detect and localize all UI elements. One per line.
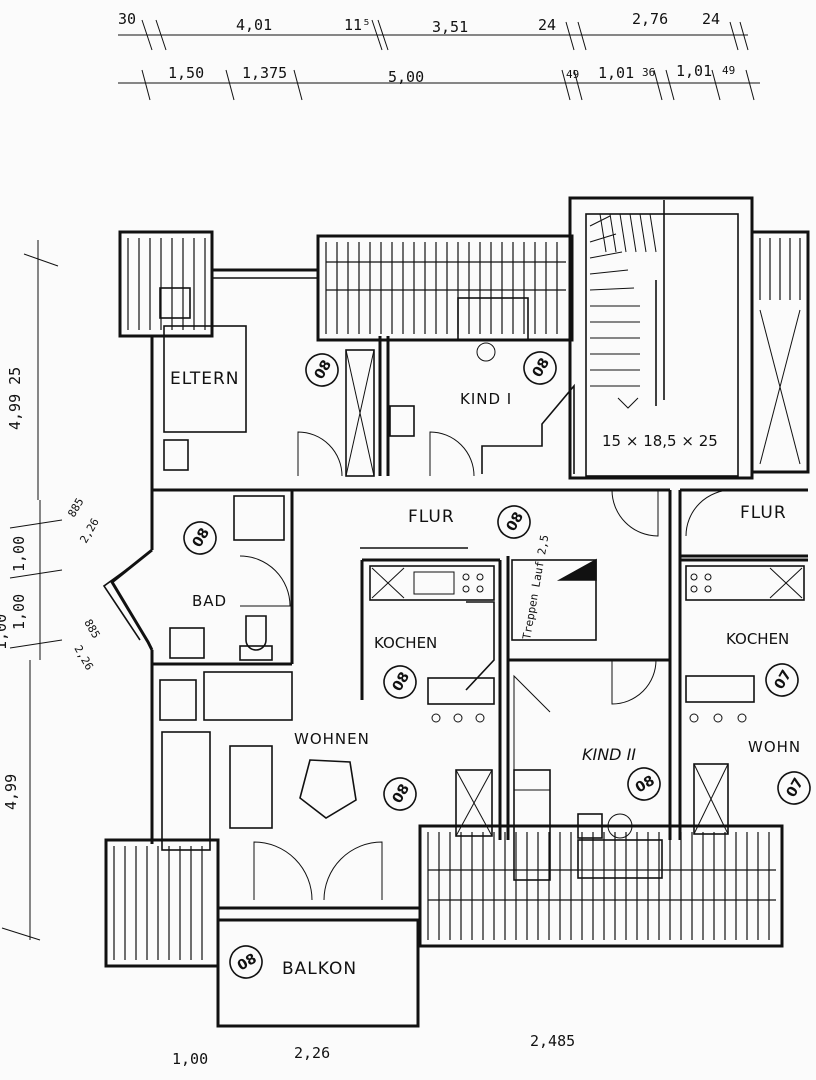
dim-left-885a: 885 — [65, 496, 86, 520]
dim-top-351: 3,51 — [432, 18, 468, 36]
dim-top-24a: 24 — [538, 16, 556, 34]
room-label-wohnen: WOHNEN — [294, 730, 370, 748]
dim-bottom-2485: 2,485 — [530, 1032, 575, 1050]
stair-note: Treppen Lauf 2,5 — [520, 534, 551, 641]
dim-top-276: 2,76 — [632, 10, 668, 28]
svg-text:08: 08 — [389, 781, 413, 806]
hatched-blocks — [113, 238, 801, 960]
room-label-bad: BAD — [192, 592, 227, 610]
room-label-flur-right: FLUR — [740, 503, 787, 523]
dim-top-49a: 49 — [566, 68, 579, 81]
staircase: 15 × 18,5 × 25 — [589, 200, 718, 450]
room-labels: ELTERN KIND I FLUR FLUR BAD KOCHEN KOCHE… — [170, 369, 801, 979]
dim-top-36: 36 — [642, 66, 655, 79]
dim-top-101b: 1,01 — [676, 62, 712, 80]
svg-text:08: 08 — [189, 525, 213, 550]
badge-balkon: 08 — [229, 945, 263, 979]
badge-kochen-right: 07 — [765, 663, 799, 697]
dim-left-226b: 2,26 — [71, 643, 96, 672]
dim-top-30: 30 — [118, 10, 136, 28]
room-label-kochen: KOCHEN — [374, 634, 437, 652]
svg-text:08: 08 — [529, 355, 553, 380]
dim-top-24b: 24 — [702, 10, 720, 28]
dim-bottom-100: 1,00 — [172, 1050, 208, 1068]
svg-text:07: 07 — [783, 775, 807, 800]
stair-label: 15 × 18,5 × 25 — [602, 432, 718, 450]
badge-flur: 08 — [497, 505, 531, 539]
dim-top-500: 5,00 — [388, 68, 424, 86]
svg-text:08: 08 — [235, 951, 260, 975]
room-label-wohnen-right: WOHN — [748, 738, 801, 756]
svg-text:08: 08 — [633, 773, 658, 797]
dim-left-lower: 4,99 — [2, 774, 20, 810]
dim-left-885b: 885 — [81, 617, 102, 641]
badge-wohnen-right: 07 — [777, 771, 811, 805]
svg-text:08: 08 — [503, 509, 527, 534]
walls — [102, 196, 810, 922]
room-label-flur: FLUR — [408, 507, 455, 527]
badge-kochen: 08 — [383, 665, 417, 699]
dim-left-100c: 1,00 — [0, 614, 10, 650]
room-label-kind-2: KIND II — [582, 745, 636, 764]
dim-top-101a: 1,01 — [598, 64, 634, 82]
dim-left-100a: 1,00 — [10, 536, 28, 572]
badge-bad: 08 — [183, 521, 217, 555]
room-label-kind-1: KIND I — [460, 390, 512, 408]
badge-eltern: 08 — [305, 353, 339, 387]
dim-bottom-226: 2,26 — [294, 1044, 330, 1062]
dim-left-100b: 1,00 — [10, 594, 28, 630]
dim-top-401: 4,01 — [236, 16, 272, 34]
svg-text:08: 08 — [389, 669, 413, 694]
top-dimension-lines: 30 4,01 11⁵ 3,51 24 2,76 24 1,50 1,375 5… — [118, 10, 760, 101]
furniture: Treppen Lauf 2,5 — [159, 287, 805, 881]
dim-top-115: 11⁵ — [344, 16, 371, 34]
room-label-kochen-right: KOCHEN — [726, 630, 789, 648]
badge-kind-2: 08 — [627, 767, 661, 801]
room-label-balkon: BALKON — [282, 959, 357, 979]
dim-left-226a: 2,26 — [77, 516, 102, 545]
balkon-area — [216, 918, 420, 1028]
bottom-dimensions: 1,00 2,26 2,485 — [172, 1032, 575, 1068]
dim-top-1375: 1,375 — [242, 64, 287, 82]
room-label-eltern: ELTERN — [170, 369, 240, 389]
badge-wohnen: 08 — [383, 777, 417, 811]
left-dimension-lines: 4,99 25 885 2,26 1,00 1,00 1,00 885 2,26… — [0, 240, 103, 941]
badge-kind-1: 08 — [523, 351, 557, 385]
svg-text:08: 08 — [311, 357, 335, 382]
dim-left-upper: 4,99 25 — [6, 367, 24, 430]
dim-top-49b: 49 — [722, 64, 735, 77]
doors — [239, 431, 733, 901]
dim-top-150: 1,50 — [168, 64, 204, 82]
svg-text:07: 07 — [771, 667, 795, 692]
